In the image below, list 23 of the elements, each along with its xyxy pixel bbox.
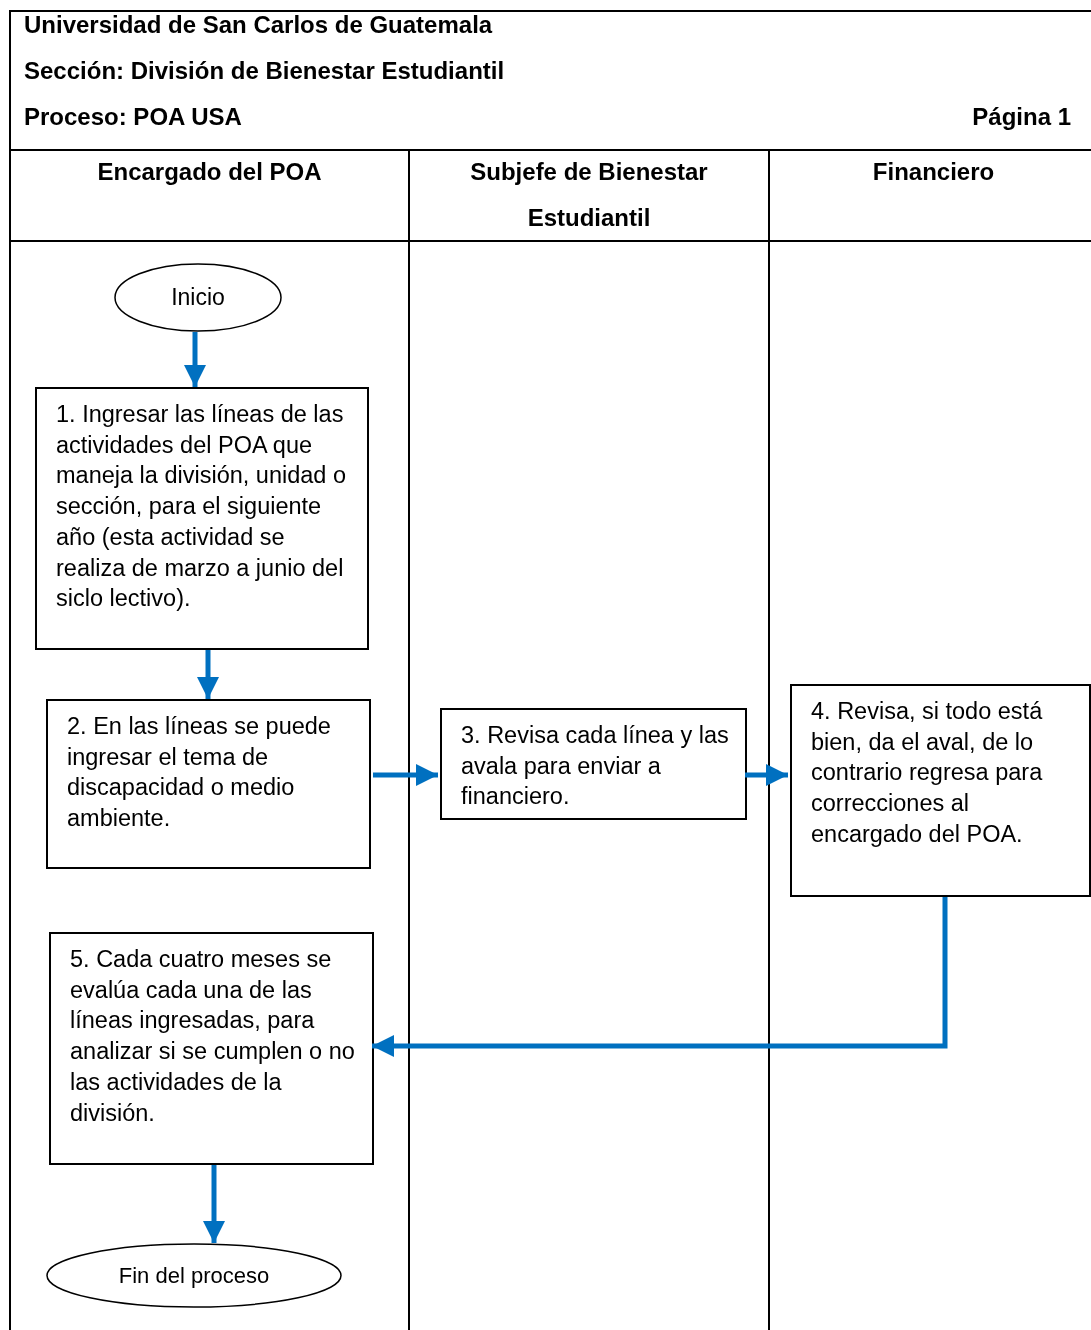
swimlane: [9, 149, 409, 1330]
arrow: [372, 897, 948, 1057]
process-box: 3. Revisa cada línea y las avala para enviar a financiero.: [440, 708, 747, 820]
swimlane: [768, 149, 1091, 1330]
lane-header: Subjefe de Bienestar Estudiantil: [410, 149, 768, 242]
header-text: Proceso: POA USA: [24, 102, 242, 132]
arrow: [373, 764, 438, 786]
swimlane: [408, 149, 769, 1330]
header-text: Sección: División de Bienestar Estudiantil: [24, 56, 505, 86]
process-box: 4. Revisa, si todo está bien, da el aval, de lo contrario regresa para correcciones al encargado del POA.: [790, 684, 1091, 897]
arrow: [184, 332, 206, 387]
arrow: [197, 650, 219, 699]
lane-header: Financiero: [770, 149, 1091, 242]
header-text: Página 1: [972, 102, 1071, 132]
process-box: 5. Cada cuatro meses se evalúa cada una de las líneas ingresadas, para analizar si se cumplen o no las actividades de la división.: [49, 932, 374, 1165]
terminator-text: Inicio: [171, 284, 225, 311]
arrow: [203, 1165, 225, 1243]
terminator-text: Fin del proceso: [118, 1262, 270, 1289]
process-box: 2. En las líneas se puede ingresar el tema de discapacidad o medio ambiente.: [46, 699, 371, 869]
process-box: 1. Ingresar las líneas de las actividades del POA que maneja la división, unidad o sección, para el siguiente año (esta actividad se realiza de marzo a junio del siclo lectivo).: [35, 387, 369, 650]
lane-header: Encargado del POA: [11, 149, 408, 242]
arrow: [745, 764, 788, 786]
header-text: Universidad de San Carlos de Guatemala: [24, 10, 493, 40]
